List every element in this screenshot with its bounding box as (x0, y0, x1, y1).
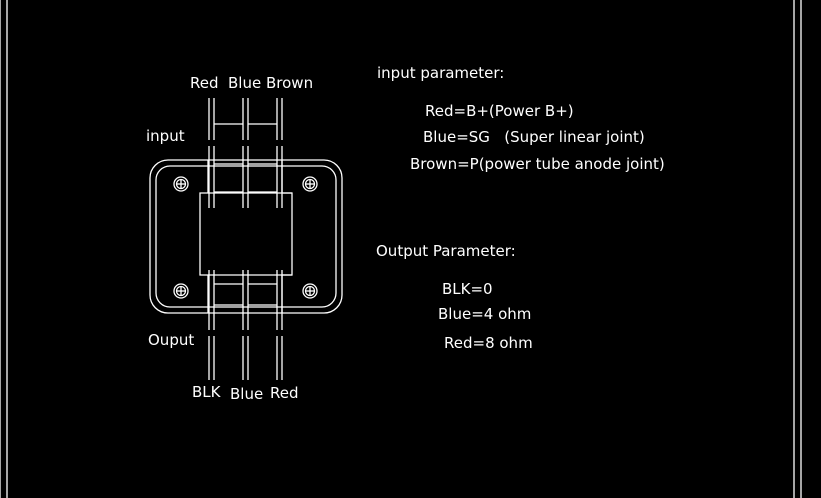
output-wire-label-blue: Blue (230, 385, 264, 403)
input-lead-brown (276, 98, 283, 208)
input-parameter-line-blue: Blue=SG (Super linear joint) (423, 128, 645, 146)
output-side-label: Ouput (148, 331, 195, 349)
input-parameter-heading: input parameter: (377, 64, 505, 82)
output-parameter-line-blue: Blue=4 ohm (438, 305, 532, 323)
input-lead-blue (242, 98, 249, 208)
input-parameter-line-brown: Brown=P(power tube anode joint) (410, 155, 665, 173)
output-parameter-line-red: Red=8 ohm (444, 334, 533, 352)
input-wire-label-brown: Brown (266, 74, 314, 92)
output-lead-blk (208, 270, 215, 380)
screw-top-right (302, 176, 318, 192)
input-side-label: input (146, 127, 185, 145)
screw-bottom-right (302, 283, 318, 299)
output-lead-ties (214, 283, 277, 306)
output-wire-label-blk: BLK (192, 383, 221, 401)
output-wire-label-red: Red (270, 384, 299, 402)
input-wire-label-red: Red (190, 74, 219, 92)
input-lead-red (208, 98, 215, 208)
input-parameter-line-red: Red=B+(Power B+) (425, 102, 574, 120)
input-wire-label-blue: Blue (228, 74, 262, 92)
output-parameter-line-blk: BLK=0 (442, 280, 493, 298)
screw-top-left (173, 176, 189, 192)
output-lead-red (276, 270, 283, 380)
input-lead-ties (214, 123, 277, 193)
drawing-border (0, 0, 802, 498)
mounting-plate (149, 159, 343, 314)
output-lead-blue (242, 270, 249, 380)
screw-bottom-left (173, 283, 189, 299)
output-parameter-heading: Output Parameter: (376, 242, 516, 260)
